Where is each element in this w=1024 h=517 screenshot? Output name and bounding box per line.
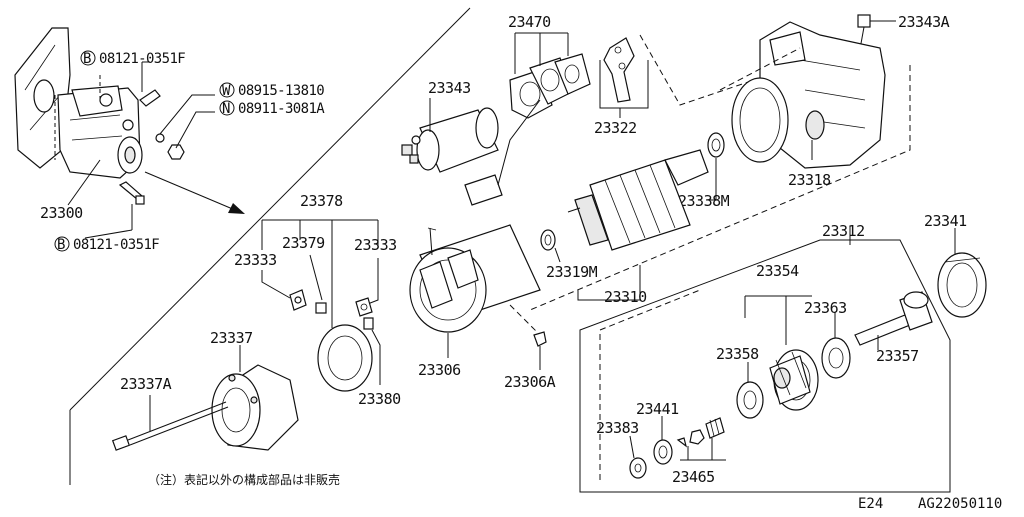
direction-arrow [228, 203, 245, 214]
callout-23357: 23357 [876, 347, 919, 365]
part-23465-spring-drawing [676, 417, 725, 448]
callout-23322: 23322 [594, 119, 637, 137]
callout-23363: 23363 [804, 299, 847, 317]
callout-w-08915: W 08915-13810 [219, 82, 325, 99]
part-23357-shaft-drawing [854, 291, 933, 346]
part-23319M-washer-drawing [540, 229, 556, 251]
svg-text:08121-0351F: 08121-0351F [73, 237, 159, 253]
svg-text:N: N [222, 101, 230, 117]
callout-23312: 23312 [822, 222, 865, 240]
part-23338M-bearing-drawing [707, 132, 725, 158]
callout-23333-left: 23333 [234, 251, 277, 269]
part-23310-armature-drawing [567, 149, 709, 251]
part-23343-solenoid-drawing [401, 107, 499, 173]
callout-23300: 23300 [40, 204, 83, 222]
svg-text:08915-13810: 08915-13810 [238, 83, 324, 99]
callout-23341: 23341 [924, 212, 967, 230]
callout-23379: 23379 [282, 234, 325, 252]
starter-assembly-drawing [14, 27, 161, 205]
callout-23333-right: 23333 [354, 236, 397, 254]
callout-n-08911: N 08911-3081A [219, 100, 326, 117]
part-23383-ring-drawing [629, 457, 647, 479]
svg-text:08911-3081A: 08911-3081A [238, 101, 325, 117]
callout-23380: 23380 [358, 390, 401, 408]
svg-text:B: B [83, 51, 91, 67]
callout-23470: 23470 [508, 13, 551, 31]
svg-text:B: B [57, 237, 65, 253]
part-23306A-drawing [533, 331, 547, 347]
callout-23337: 23337 [210, 329, 253, 347]
part-23441-washer-drawing [653, 439, 673, 465]
part-23470-drawing [509, 53, 591, 119]
svg-text:W: W [222, 83, 231, 99]
note-text: （注）表記以外の構成部品は非販売 [148, 472, 340, 487]
part-23306-yoke-drawing [409, 224, 541, 333]
callout-23337A: 23337A [120, 375, 172, 393]
callout-23319M: 23319M [546, 263, 598, 281]
part-23337-cover-drawing [211, 364, 299, 451]
callout-23310: 23310 [604, 288, 647, 306]
callout-23383: 23383 [596, 419, 639, 437]
part-23333-pieces-drawing [289, 289, 374, 330]
part-23363-collar-drawing [821, 337, 851, 379]
callout-23354: 23354 [756, 262, 799, 280]
callout-23358: 23358 [716, 345, 759, 363]
part-23358-bearing-drawing [736, 381, 764, 419]
footer-code: AG22050110 [918, 496, 1002, 512]
callout-23338M: 23338M [678, 192, 730, 210]
pinion-assembly-frame [579, 239, 951, 493]
part-bracket-drawing [464, 174, 503, 206]
part-23354-gear-drawing [769, 349, 819, 411]
part-23322-lever-drawing [603, 37, 635, 103]
callout-23343: 23343 [428, 79, 471, 97]
footer-section: E24 [858, 496, 883, 512]
callout-23441: 23441 [636, 400, 679, 418]
callout-23343A: 23343A [898, 13, 950, 31]
callout-23465: 23465 [672, 468, 715, 486]
callout-b-08121-top: B 08121-0351F [80, 50, 186, 67]
part-23341-ring-drawing [937, 252, 987, 318]
callout-23318: 23318 [788, 171, 831, 189]
part-brush-holder-drawing [317, 324, 373, 392]
callout-b-08121-bottom: B 08121-0351F [54, 236, 160, 253]
part-23337A-bolt-drawing [111, 401, 229, 451]
callout-23306: 23306 [418, 361, 461, 379]
svg-text:08121-0351F: 08121-0351F [99, 51, 185, 67]
callout-23378: 23378 [300, 192, 343, 210]
part-23318-housing-drawing [731, 21, 886, 169]
callout-23306A: 23306A [504, 373, 556, 391]
divider-line [69, 7, 471, 411]
